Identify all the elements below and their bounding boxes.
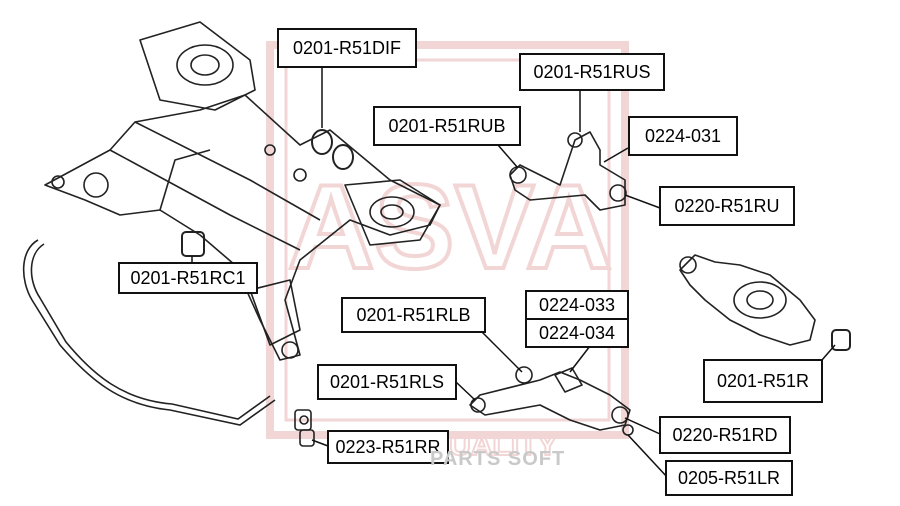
callout-0224-033: 0224-033 — [525, 290, 629, 320]
callout-0201-R51RLS: 0201-R51RLS — [317, 364, 457, 400]
callout-0201-R51DIF: 0201-R51DIF — [277, 28, 417, 68]
callout-0224-034: 0224-034 — [525, 318, 629, 348]
callout-0220-R51RD: 0220-R51RD — [659, 416, 791, 454]
callout-0201-R51RUB: 0201-R51RUB — [373, 106, 521, 146]
callout-0201-R51RUS: 0201-R51RUS — [519, 53, 665, 91]
rear-subframe-drawing — [44, 21, 441, 361]
callout-0224-031: 0224-031 — [628, 116, 738, 156]
callout-0201-R51R: 0201-R51R — [703, 359, 823, 403]
callout-0220-R51RU: 0220-R51RU — [659, 186, 795, 226]
callout-0201-R51RC1: 0201-R51RC1 — [118, 262, 258, 294]
logo-text: ASVA — [288, 160, 613, 294]
rear-arm-drawing — [679, 254, 851, 351]
stabilizer-bar-drawing — [22, 239, 315, 447]
parts-soft-watermark: PARTS SOFT — [430, 448, 566, 470]
callout-0205-R51LR: 0205-R51LR — [665, 460, 793, 496]
lower-arm-drawing — [469, 366, 634, 436]
leader-lines — [191, 68, 836, 479]
callout-0223-R51RR: 0223-R51RR — [327, 430, 449, 464]
callout-0201-R51RLB: 0201-R51RLB — [341, 297, 486, 333]
